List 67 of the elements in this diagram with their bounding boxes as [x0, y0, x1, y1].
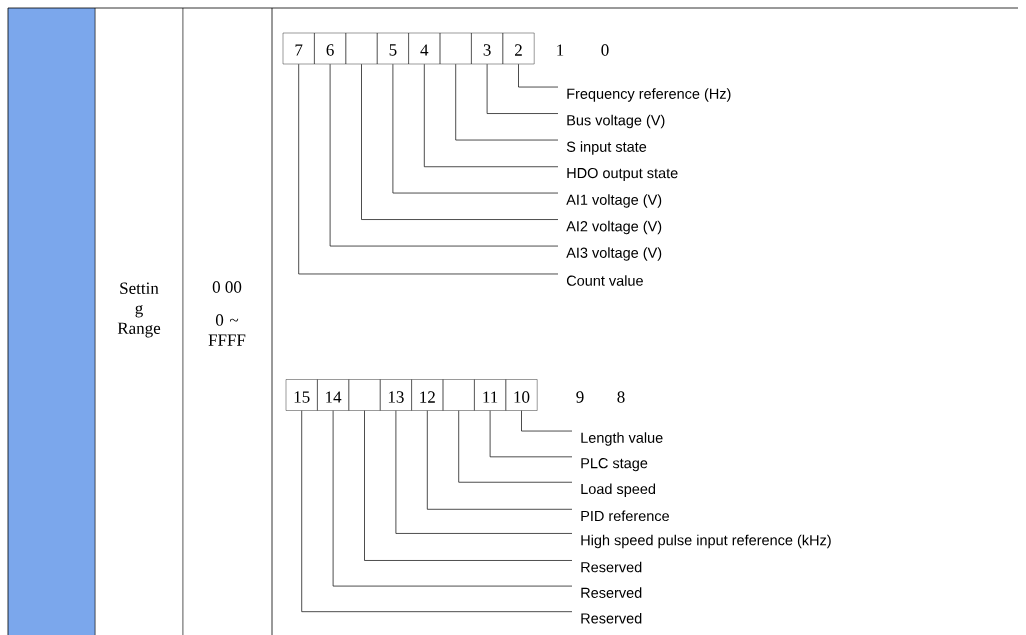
leader-line: [395, 410, 573, 534]
description-text: PLC stage: [581, 458, 648, 472]
table-cell-text: 0 ~ FFFF: [208, 314, 246, 346]
leader-line: [518, 63, 559, 88]
bit-cell: [442, 379, 475, 411]
leader-line: [361, 63, 559, 220]
bit-cell: [439, 32, 472, 65]
bit-number: 1: [557, 44, 564, 56]
bit-number: 9: [576, 391, 584, 403]
bit-cell: [348, 379, 381, 411]
description-text: Reserved: [581, 587, 642, 598]
leader-line: [486, 63, 559, 114]
description-text: Bus voltage (V): [567, 114, 665, 129]
bit-number: 15: [294, 391, 310, 403]
bit-number: 7: [295, 44, 303, 56]
leader-line: [426, 410, 573, 510]
leader-line: [458, 410, 573, 483]
description-text: PID reference: [581, 510, 669, 522]
bit-number: 8: [617, 391, 625, 403]
bit-number: 10: [514, 391, 530, 403]
leader-line: [392, 63, 559, 194]
description-text: Frequency reference (Hz): [567, 88, 731, 102]
description-text: AI1 voltage (V): [566, 194, 662, 208]
bit-cell: [377, 32, 409, 65]
bit-number: 2: [515, 44, 522, 56]
leader-line: [423, 63, 559, 168]
bit-number: 13: [388, 391, 404, 403]
bit-cell: [282, 32, 315, 65]
bit-number: 12: [420, 391, 435, 403]
bit-cell: [474, 379, 506, 411]
description-text: Count value: [566, 275, 643, 286]
leader-line: [455, 63, 559, 141]
bit-cell: [471, 32, 503, 65]
bit-cell: [314, 32, 346, 65]
leader-line: [364, 410, 573, 561]
leader-line: [521, 410, 573, 432]
bit-number: 6: [326, 44, 334, 56]
bit-number: 14: [326, 391, 342, 403]
description-text: S input state: [566, 141, 647, 155]
leader-line: [489, 410, 573, 458]
bit-cell: [345, 32, 378, 65]
description-text: Reserved: [581, 561, 642, 573]
leader-line: [332, 410, 573, 587]
description-text: HDO output state: [567, 167, 678, 182]
bit-cell: [285, 379, 318, 411]
bit-number: 3: [483, 44, 491, 56]
bit-cell: [505, 379, 538, 411]
table-cell-text: Settin g Range: [117, 282, 161, 338]
description-text: High speed pulse input reference (kHz): [581, 534, 831, 549]
leader-line: [298, 63, 559, 275]
bit-cell: [411, 379, 444, 411]
bit-number: 0: [601, 44, 609, 56]
bit-cell: [380, 379, 412, 411]
bit-number: 4: [420, 44, 429, 56]
leader-line: [329, 63, 559, 247]
bit-number: 11: [483, 391, 498, 403]
table-cell-text: 0 00: [212, 281, 242, 293]
bit-cell: [408, 32, 441, 65]
description-text: Reserved: [581, 612, 642, 624]
description-text: AI2 voltage (V): [566, 220, 662, 235]
bit-number: 5: [389, 44, 397, 56]
description-text: Length value: [581, 432, 663, 446]
bit-cell: [317, 379, 349, 411]
description-text: Load speed: [581, 483, 656, 497]
description-text: AI3 voltage (V): [566, 247, 662, 261]
leader-line: [301, 410, 573, 613]
bit-cell: [502, 32, 535, 65]
